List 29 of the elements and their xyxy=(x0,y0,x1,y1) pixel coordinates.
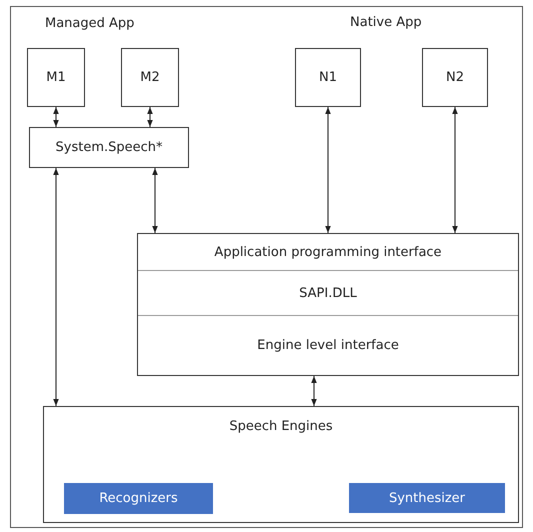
arrow xyxy=(311,376,317,406)
box-label: M1 xyxy=(46,70,66,85)
process-box xyxy=(295,48,361,107)
arrow xyxy=(325,106,331,234)
box-label: System.Speech* xyxy=(56,140,162,155)
arrow xyxy=(147,106,153,128)
box-heading: Speech Engines xyxy=(229,419,333,434)
group-heading: Managed App xyxy=(45,16,134,31)
component-box xyxy=(64,483,213,514)
layer-label: Application programming interface xyxy=(214,244,442,260)
arrow xyxy=(152,168,158,234)
box-label: N1 xyxy=(319,70,337,85)
arrow xyxy=(53,168,59,406)
component-box xyxy=(349,483,505,513)
box-label: Synthesizer xyxy=(388,490,466,506)
layer-stack-box xyxy=(137,233,519,376)
process-box xyxy=(121,48,179,107)
process-box xyxy=(27,48,85,107)
process-box xyxy=(29,127,189,168)
process-box xyxy=(43,406,519,523)
box-label: N2 xyxy=(446,70,464,85)
arrow xyxy=(53,106,59,128)
layer-label: Engine level interface xyxy=(257,338,399,353)
group-heading: Native App xyxy=(350,15,422,30)
arrow xyxy=(452,106,458,234)
box-label: Recognizers xyxy=(99,491,178,506)
layer-label: SAPI.DLL xyxy=(299,286,357,301)
box-label: M2 xyxy=(140,70,160,85)
process-box xyxy=(422,48,488,107)
